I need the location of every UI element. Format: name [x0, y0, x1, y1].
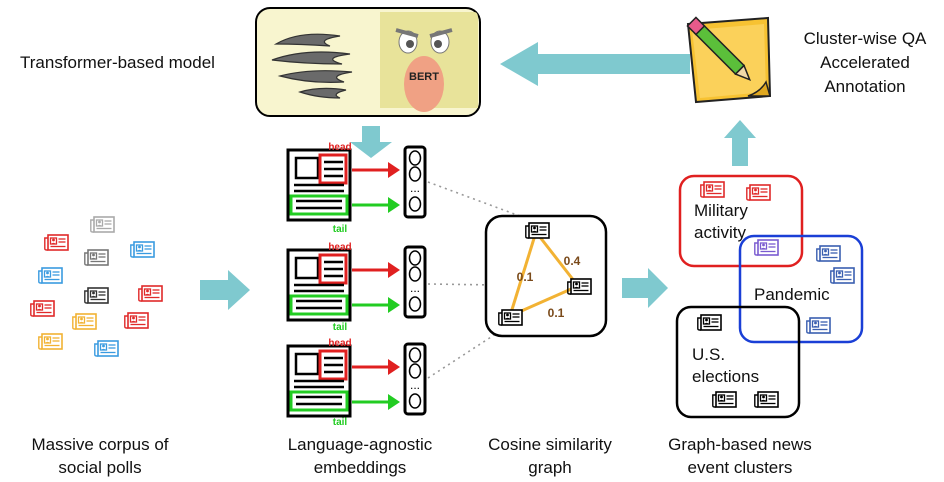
edge-weight-bottom: 0.1 — [548, 306, 565, 320]
flow-arrows — [200, 42, 756, 310]
arrow-clusters-to-qa — [724, 120, 756, 166]
head-label-3: head — [328, 338, 351, 349]
caption-corpus-line1: Massive corpus of — [31, 435, 169, 454]
cluster-us-line2: elections — [692, 367, 760, 386]
edge-weight-top-right: 0.4 — [564, 254, 581, 268]
tail-label-2: tail — [333, 322, 348, 333]
cosine-graph-box — [484, 214, 608, 338]
caption-embeddings-line2: embeddings — [313, 458, 407, 477]
qa-label-line2: Accelerated — [820, 53, 910, 72]
caption-clusters-line2: event clusters — [687, 458, 793, 477]
qa-label-line3: Annotation — [824, 77, 906, 96]
vector-ellipsis-1: ... — [410, 181, 420, 195]
bert-model-box: BERT — [255, 7, 481, 117]
caption-corpus-line2: social polls — [58, 458, 142, 477]
bert-badge: BERT — [409, 71, 439, 83]
cluster-pandemic — [738, 234, 864, 344]
cluster-us-line1: U.S. — [692, 345, 726, 364]
qa-label-line1: Cluster-wise QA — [803, 29, 927, 48]
cluster-pandemic-label: Pandemic — [754, 285, 830, 304]
vector-ellipsis-2: ... — [410, 281, 420, 295]
embedding-row-1 — [286, 145, 427, 222]
arrow-qa-to-bert — [500, 42, 690, 86]
cluster-us-elections — [675, 305, 801, 419]
bert-face-icon — [380, 12, 478, 112]
cluster-military-line1: Military — [694, 201, 748, 220]
vector-ellipsis-3: ... — [410, 378, 420, 392]
annotation-notepad-icon — [686, 16, 772, 104]
head-label-2: head — [328, 242, 351, 253]
tail-label-1: tail — [333, 224, 348, 235]
tail-label-3: tail — [333, 417, 348, 428]
embedding-row-3 — [286, 342, 427, 418]
arrow-bert-to-embeddings — [350, 126, 392, 158]
caption-embeddings-line1: Language-agnostic — [287, 435, 433, 454]
flame-icon — [271, 33, 353, 99]
edge-weight-top-left: 0.1 — [517, 270, 534, 284]
arrow-graph-to-clusters — [622, 268, 668, 308]
embedding-row-2 — [286, 245, 427, 322]
corpus-icons — [29, 216, 163, 357]
head-label-1: head — [328, 142, 351, 153]
cluster-military-line2: activity — [694, 223, 746, 242]
caption-cosine-line2: graph — [528, 458, 572, 477]
caption-clusters-line1: Graph-based news — [668, 435, 812, 454]
model-label: Transformer-based model — [20, 53, 215, 72]
arrow-corpus-to-embeddings — [200, 270, 250, 310]
caption-cosine-line1: Cosine similarity — [488, 435, 612, 454]
